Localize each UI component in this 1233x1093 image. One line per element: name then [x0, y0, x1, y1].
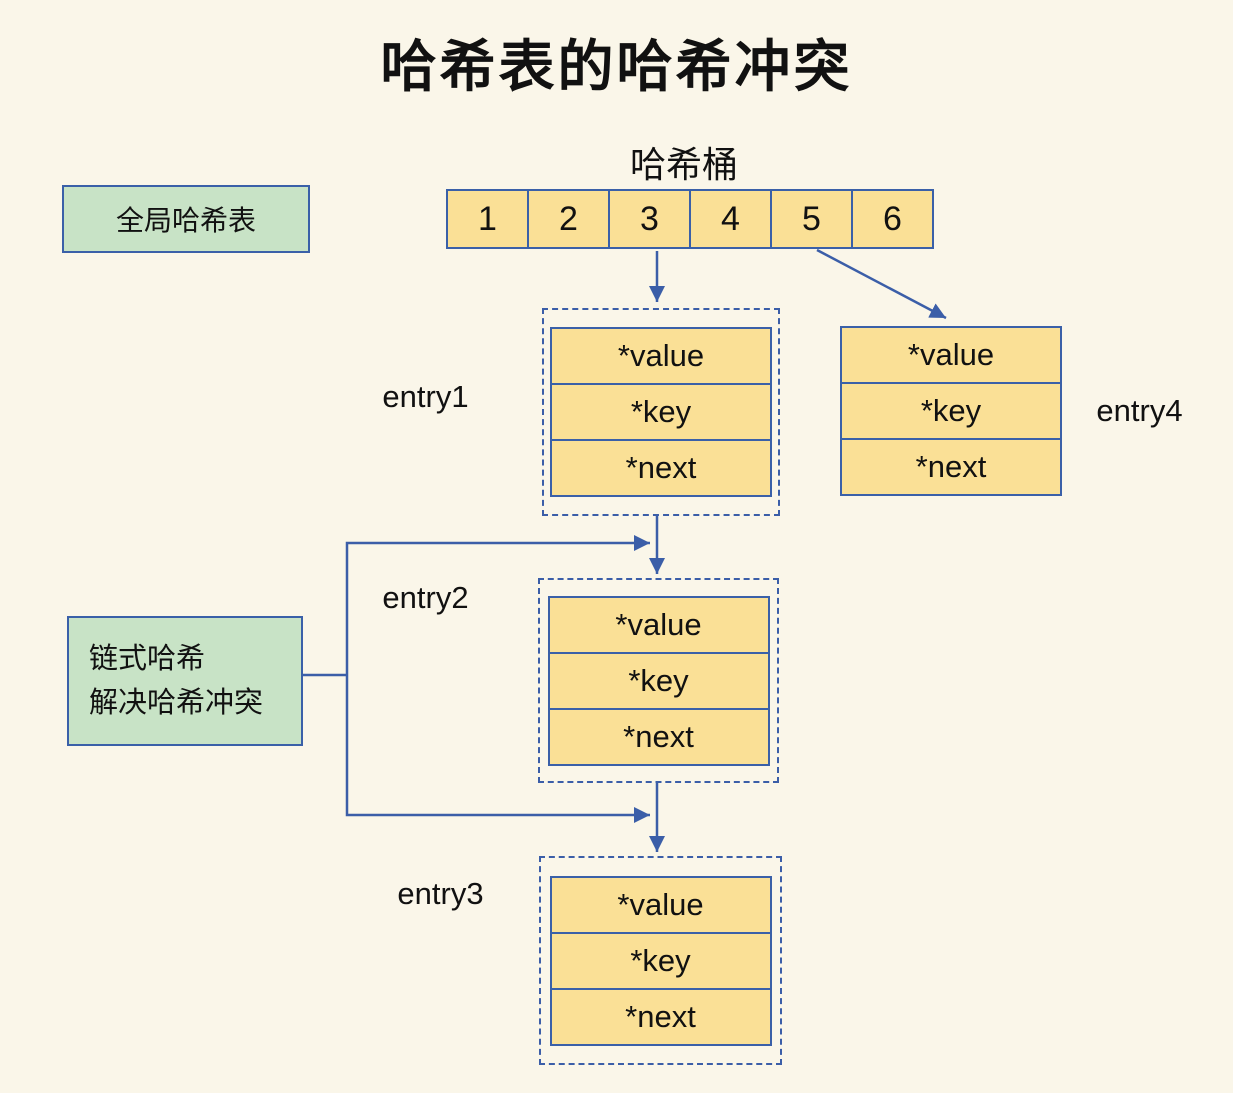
entry4-value-cell: *value — [840, 326, 1062, 384]
entry3-key-cell: *key — [549, 931, 772, 990]
entry4-next-cell: *next — [840, 438, 1062, 496]
entry1-value-cell: *value — [550, 327, 772, 385]
entry2-label: entry2 — [382, 580, 469, 615]
hash-bucket-label: 哈希桶 — [629, 144, 738, 185]
chained-hash-box: 链式哈希 解决哈希冲突 — [67, 616, 303, 746]
global-hash-table-box: 全局哈希表 — [62, 185, 310, 253]
bucket-cell-1: 1 — [446, 189, 529, 249]
bucket-cell-3: 3 — [608, 189, 691, 249]
entry2-next-cell: *next — [547, 707, 770, 766]
chained-hash-line1: 链式哈希 — [89, 643, 206, 675]
entry1-node: *value *key *next — [542, 308, 780, 516]
entry3-value-cell: *value — [549, 875, 772, 934]
bucket-cell-6: 6 — [851, 189, 934, 249]
entry4-node: *value *key *next — [840, 326, 1062, 496]
chained-hash-line2: 解决哈希冲突 — [89, 687, 264, 719]
chain-connector-bottom-arrow — [345, 675, 650, 823]
entry3-label: entry3 — [397, 876, 484, 911]
page-title: 哈希表的哈希冲突 — [380, 35, 853, 98]
hash-bucket-row: 1 2 3 4 5 6 — [446, 189, 934, 249]
entry3-node: *value *key *next — [539, 856, 782, 1065]
bucket-cell-4: 4 — [689, 189, 772, 249]
entry1-label: entry1 — [382, 379, 469, 414]
global-hash-table-label: 全局哈希表 — [115, 205, 256, 236]
entry2-value-cell: *value — [547, 595, 770, 654]
entry3-next-cell: *next — [549, 987, 772, 1046]
entry4-label: entry4 — [1096, 393, 1183, 428]
entry1-key-cell: *key — [550, 383, 772, 441]
arrow-bucket5-to-entry4 — [816, 248, 947, 320]
bucket-cell-5: 5 — [770, 189, 853, 249]
bucket-cell-2: 2 — [527, 189, 610, 249]
entry1-next-cell: *next — [550, 439, 772, 497]
chain-connector-top-arrow — [345, 535, 650, 675]
entry2-key-cell: *key — [547, 651, 770, 710]
entry4-key-cell: *key — [840, 382, 1062, 440]
entry2-node: *value *key *next — [538, 578, 779, 783]
